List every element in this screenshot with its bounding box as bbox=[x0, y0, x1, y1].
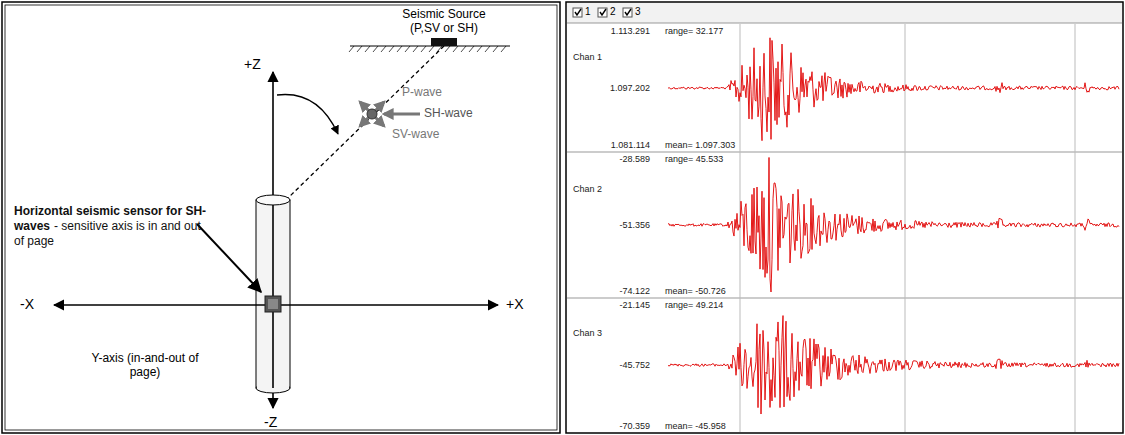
mean-value: mean= 1.097.303 bbox=[665, 140, 735, 150]
wave-label: P-wave bbox=[402, 86, 442, 100]
channel-name: Chan 2 bbox=[573, 184, 602, 194]
panel-frame bbox=[5, 5, 557, 430]
wave-label: SV-wave bbox=[392, 128, 439, 142]
axis-label: +X bbox=[506, 296, 524, 312]
toolbar bbox=[567, 3, 1122, 23]
seismic-trace bbox=[668, 38, 1119, 414]
channel-panel: Chan 2 -28.589 range= 45.533 -51.356 -74.122… bbox=[568, 152, 1122, 298]
axis-label: -X bbox=[20, 296, 34, 312]
ground-surface bbox=[349, 46, 510, 52]
axis-min: 1.081.114 bbox=[611, 140, 650, 150]
checkbox bbox=[573, 8, 632, 17]
channel-name: Chan 3 bbox=[573, 328, 602, 338]
sensor bbox=[265, 296, 281, 312]
source-block bbox=[431, 38, 457, 46]
axis-label: +Z bbox=[244, 56, 261, 72]
axis-min: -70.359 bbox=[619, 421, 650, 431]
axis-max: 1.113.291 bbox=[611, 26, 650, 36]
particle bbox=[367, 109, 377, 119]
mean-value: mean= -50.726 bbox=[665, 286, 726, 296]
channel-toggle: 1 bbox=[585, 6, 591, 18]
panel-frame bbox=[2, 2, 560, 433]
z-axis bbox=[272, 72, 274, 408]
channel-panel: Chan 3 -21.145 range= 49.214 -45.752 -70.359… bbox=[568, 298, 1122, 433]
axis-label: Y-axis (in-and-out of page) bbox=[80, 352, 210, 380]
source-label: Seismic Source (P,SV or SH) bbox=[389, 8, 499, 36]
callout-text: Horizontal seismic sensor for SH-waves- … bbox=[14, 204, 214, 249]
separator bbox=[567, 298, 1122, 299]
ray-path bbox=[288, 46, 444, 198]
separator bbox=[567, 23, 1122, 24]
seismic-source: Seismic Source (P,SV or SH) bbox=[389, 8, 499, 46]
axis-mid: -51.356 bbox=[619, 220, 650, 230]
axis-label: -Z bbox=[264, 414, 277, 430]
particle-motion bbox=[360, 102, 420, 126]
borehole-tube bbox=[256, 195, 290, 393]
range-value: range= 32.177 bbox=[665, 26, 723, 36]
wave-label: SH-wave bbox=[424, 107, 473, 121]
axis-min: -74.122 bbox=[619, 286, 650, 296]
angle-arrow bbox=[277, 94, 338, 134]
channel-panel: Chan 1 1.113.291 range= 32.177 1.097.202 1.0… bbox=[568, 24, 1122, 152]
channel-name: Chan 1 bbox=[573, 52, 602, 62]
axis-max: -21.145 bbox=[619, 300, 650, 310]
channel-toggle: 2 bbox=[610, 6, 616, 18]
channel-toggle: 3 bbox=[635, 6, 641, 18]
leader-arrow bbox=[197, 224, 261, 292]
mean-value: mean= -45.958 bbox=[665, 421, 726, 431]
checkmark bbox=[575, 9, 631, 15]
panel-frame bbox=[566, 2, 1123, 433]
range-value: range= 49.214 bbox=[665, 300, 723, 310]
separator bbox=[567, 152, 1122, 153]
axis-mid: -45.752 bbox=[619, 360, 650, 370]
axis-mid: 1.097.202 bbox=[610, 83, 650, 93]
axis-max: -28.589 bbox=[619, 154, 650, 164]
range-value: range= 45.533 bbox=[665, 154, 723, 164]
